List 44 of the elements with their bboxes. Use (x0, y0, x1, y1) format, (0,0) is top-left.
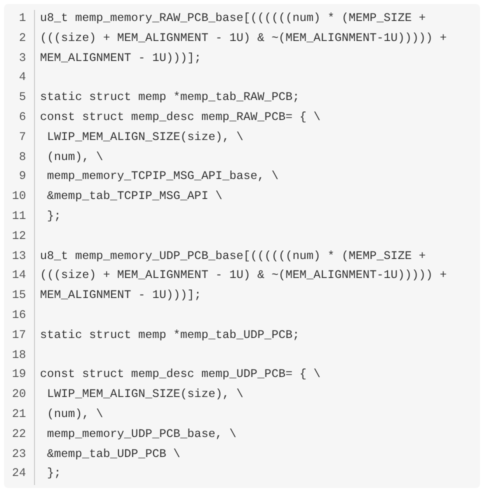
line-number: 1 (18, 10, 26, 27)
code-line: static struct memp *memp_tab_UDP_PCB; (40, 326, 300, 344)
code-line: (num), \ (46, 406, 104, 423)
code-line: LWIP_MEM_ALIGN_SIZE(size), \ (46, 128, 244, 146)
line-number: 20 (10, 386, 26, 404)
line-number: 12 (10, 228, 26, 245)
line-number: 21 (10, 406, 26, 423)
line-number: 24 (10, 465, 26, 482)
code-line: }; (46, 465, 62, 482)
code-line: const struct memp_desc memp_UDP_PCB= { \ (40, 366, 321, 384)
line-number: 11 (10, 208, 26, 225)
line-number: 8 (18, 148, 26, 166)
line-number: 3 (18, 50, 26, 67)
code-line: (((size) + MEM_ALIGNMENT - 1U) & ~(MEM_ALIGNMENT-1U))))) + (40, 267, 447, 284)
line-number: 17 (10, 326, 26, 344)
code-line: memp_memory_TCPIP_MSG_API_base, \ (46, 168, 278, 186)
code-line: MEM_ALIGNMENT - 1U)))]; (40, 287, 202, 304)
line-number: 22 (10, 426, 26, 443)
line-number: 10 (10, 188, 26, 206)
line-number: 6 (18, 109, 26, 126)
line-number: 5 (18, 89, 26, 106)
code-line: }; (46, 208, 62, 225)
line-number: 4 (18, 69, 26, 86)
code-line: &memp_tab_UDP_PCB \ (46, 446, 180, 463)
code-line: (num), \ (46, 148, 104, 166)
line-number: 16 (10, 307, 26, 324)
code-line: static struct memp *memp_tab_RAW_PCB; (40, 89, 300, 106)
line-number: 14 (10, 267, 26, 284)
line-number: 13 (10, 248, 26, 265)
line-number: 15 (10, 287, 26, 304)
code-line: (((size) + MEM_ALIGNMENT - 1U) & ~(MEM_ALIGNMENT-1U))))) + (40, 30, 447, 47)
code-line: u8_t memp_memory_UDP_PCB_base[((((((num) * (MEMP_SIZE + (40, 248, 426, 265)
code-line: u8_t memp_memory_RAW_PCB_base[((((((num) * (MEMP_SIZE + (40, 10, 426, 27)
code-line: const struct memp_desc memp_RAW_PCB= { \ (40, 109, 321, 126)
line-number: 7 (18, 128, 26, 146)
code-line: MEM_ALIGNMENT - 1U)))]; (40, 50, 202, 67)
line-number: 23 (10, 446, 26, 463)
code-line: memp_memory_UDP_PCB_base, \ (46, 426, 236, 443)
code-line: &memp_tab_TCPIP_MSG_API \ (46, 188, 222, 206)
line-number: 9 (18, 168, 26, 186)
line-number: 2 (18, 30, 26, 47)
code-line: LWIP_MEM_ALIGN_SIZE(size), \ (46, 386, 244, 404)
line-number: 19 (10, 366, 26, 384)
line-number: 18 (10, 346, 26, 364)
